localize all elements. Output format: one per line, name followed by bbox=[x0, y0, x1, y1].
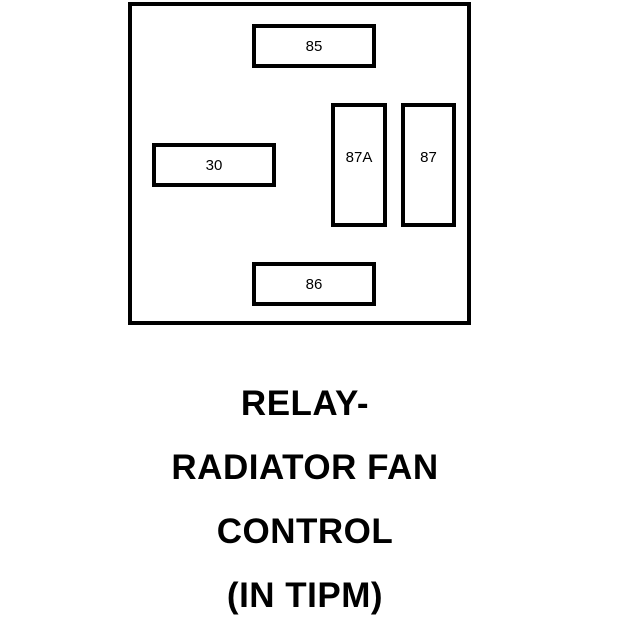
relay-caption: RELAY- RADIATOR FAN CONTROL (IN TIPM) bbox=[0, 372, 610, 628]
caption-line-3: CONTROL bbox=[216, 512, 394, 551]
terminal-87a-label: 87A bbox=[345, 149, 373, 166]
terminal-85: 85 bbox=[252, 24, 376, 68]
terminal-86-label: 86 bbox=[305, 275, 323, 293]
caption-line-4: (IN TIPM) bbox=[226, 576, 384, 615]
terminal-86: 86 bbox=[252, 262, 376, 306]
terminal-85-label: 85 bbox=[305, 37, 323, 55]
relay-body: 85 30 87A 87 86 bbox=[128, 2, 471, 325]
terminal-87: 87 bbox=[401, 103, 456, 227]
terminal-30-label: 30 bbox=[205, 156, 223, 174]
terminal-30: 30 bbox=[152, 143, 276, 187]
terminal-87-label: 87 bbox=[420, 149, 437, 166]
caption-line-1: RELAY- bbox=[240, 384, 370, 423]
terminal-87a: 87A bbox=[331, 103, 387, 227]
caption-line-2: RADIATOR FAN bbox=[171, 448, 439, 487]
